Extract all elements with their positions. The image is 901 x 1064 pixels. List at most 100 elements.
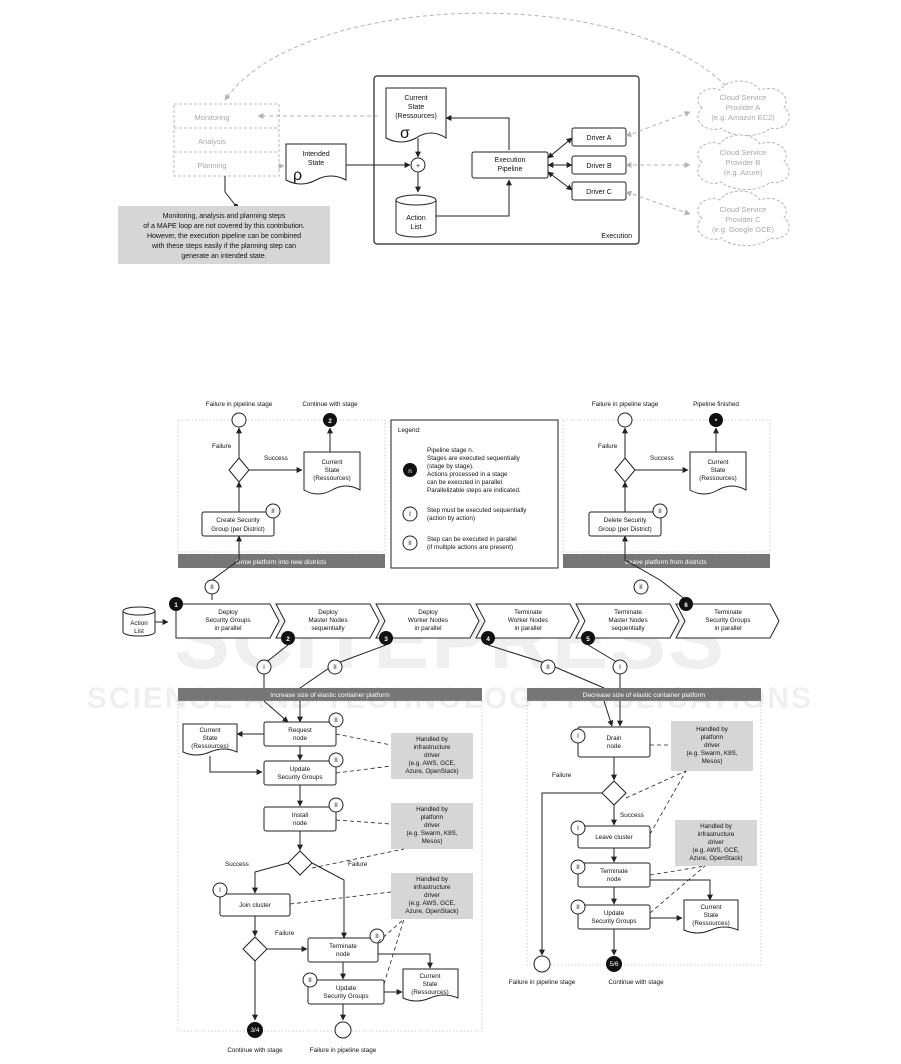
failure-top-label: Failure in pipeline stage [592, 401, 659, 408]
current-state-text: (Ressources) [699, 475, 736, 482]
stage-label: Terminate [614, 609, 642, 616]
seq-marker-text: I [619, 664, 621, 671]
seq-marker [256, 659, 272, 675]
pipeline-action-list: Action List [122, 606, 156, 637]
success-label: Success [650, 455, 674, 462]
pipeline-stage-6 [675, 603, 780, 639]
success-label: Success [264, 455, 288, 462]
stage-label: Worker Nodes [508, 617, 548, 624]
pipeline-stage-4 [475, 603, 580, 639]
stage-label: Master Nodes [308, 617, 347, 624]
install-node-box [263, 806, 337, 832]
parallel-marker-text: II [210, 584, 214, 591]
stage-label: sequentially [311, 625, 345, 632]
current-state-text: State [203, 735, 218, 742]
stage-number: 4 [486, 636, 490, 643]
note-text: Handled by [696, 726, 729, 733]
cloud-a: Cloud Service Provider A (e.g. Amazon EC… [697, 80, 790, 136]
failure-label: Failure [552, 772, 572, 779]
sigma-symbol: σ [400, 125, 410, 142]
current-state-text: State [704, 912, 719, 919]
current-state-text: State [408, 104, 424, 111]
success-label: Success [620, 812, 644, 819]
decision-diamond [601, 780, 627, 806]
infra-note [391, 733, 473, 779]
note-line: Monitoring, analysis and planning steps [163, 213, 286, 220]
legend-text: Step must be executed sequentially [427, 507, 527, 514]
cloud-a-text: Provider A [726, 103, 761, 112]
current-state-text: State [423, 981, 438, 988]
mape-stack: Monitoring Analysis Planning [173, 103, 280, 177]
stage-label: in parallel [715, 625, 742, 632]
stage-marker-dark [323, 413, 337, 427]
failure-end-label: Failure in pipeline stage [310, 1047, 377, 1054]
terminate-node-text: node [336, 951, 351, 958]
stage-number: 5 [586, 636, 590, 643]
parallel-marker-text: II [333, 664, 337, 671]
finished-symbol: * [715, 418, 718, 425]
pipeline-stage-5 [575, 603, 680, 639]
decision-diamond [614, 457, 636, 483]
mape-execution-diagram: Monitoring Analysis Planning Monitoring,… [118, 12, 790, 264]
failure-terminal [231, 412, 247, 428]
install-node-text: node [293, 820, 308, 827]
failure-end-label: Failure in pipeline stage [509, 979, 576, 986]
note-text: driver [704, 742, 720, 749]
parallel-marker-text: II [334, 717, 338, 724]
parallel-marker [633, 579, 649, 595]
note-text: platform [701, 734, 724, 741]
grow-panel: Failure in pipeline stage 2 Continue wit… [177, 401, 386, 600]
create-sg-text: Create Security [216, 517, 260, 524]
parallel-marker-text: II [334, 757, 338, 764]
increase-banner-text: Increase size of elastic container platf… [270, 692, 390, 699]
note-text: (e.g. AWS, GCE, [692, 847, 739, 854]
continue-label: Continue with stage [608, 979, 664, 986]
current-state-text: State [325, 467, 340, 474]
platform-note [671, 721, 753, 771]
note-text: Azure, OpenStack) [405, 908, 458, 915]
update-sg-text: Update [336, 985, 357, 992]
parallel-marker-text: II [334, 802, 338, 809]
note-text: driver [424, 752, 440, 759]
execution-pipeline-text: Pipeline [498, 166, 523, 173]
current-state-doc [182, 723, 238, 756]
update-sg-text: Update [604, 910, 625, 917]
leave-banner-text: Leave platform from districts [625, 559, 707, 566]
failure-label: Failure [212, 443, 232, 450]
legend-seq-marker [402, 506, 418, 522]
leave-cluster-text: Leave cluster [595, 834, 632, 841]
current-state-doc [683, 899, 739, 934]
current-state-text: Current [420, 973, 441, 980]
parallel-marker [265, 503, 281, 519]
current-state-doc [689, 451, 747, 495]
update-sg-text: Security Groups [591, 918, 636, 925]
action-list-db: Action List [395, 194, 437, 238]
install-node-text: Install [292, 812, 308, 819]
increase-banner [178, 688, 482, 701]
intended-state-text: Intended [302, 151, 329, 158]
note-line: with these steps easily if the planning … [151, 243, 296, 250]
action-list-text: List [411, 224, 422, 231]
seq-marker [612, 659, 628, 675]
finished-label: Pipeline finished [693, 401, 739, 408]
monitoring-label: Monitoring [194, 113, 229, 122]
parallel-marker [540, 659, 556, 675]
note-text: Azure, OpenStack) [689, 855, 742, 862]
current-state-text: (Ressources) [313, 475, 350, 482]
current-state-text: (Ressources) [191, 743, 228, 750]
decision-diamond [242, 936, 268, 962]
platform-note [391, 803, 473, 849]
update-security-groups-box [577, 904, 651, 930]
current-state-text: Current [404, 95, 427, 102]
legend-text: Parallelizable steps are indicated. [427, 487, 521, 494]
stage-label: Terminate [514, 609, 542, 616]
note-text: Handled by [416, 736, 449, 743]
stage-label: in parallel [515, 625, 542, 632]
analysis-label: Analysis [198, 137, 226, 146]
parallel-marker-text: II [639, 584, 643, 591]
stage-label: in parallel [215, 625, 242, 632]
legend: Legend: n Pipeline stage n. Stages are e… [390, 419, 559, 569]
seq-marker-text: I [577, 825, 579, 832]
current-state-text: State [711, 467, 726, 474]
